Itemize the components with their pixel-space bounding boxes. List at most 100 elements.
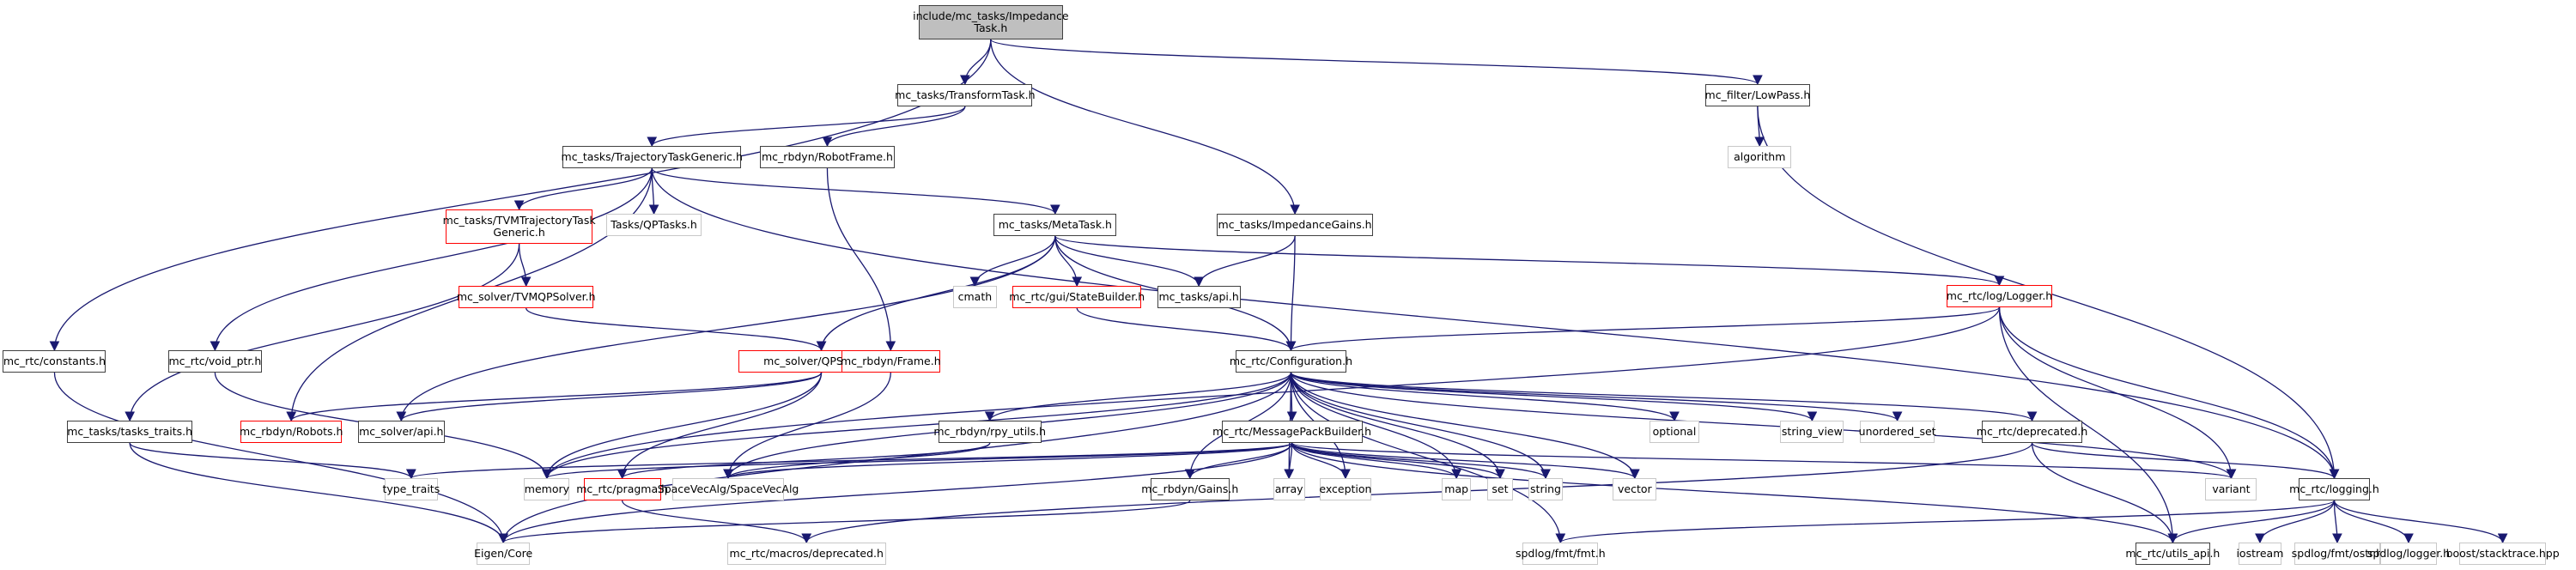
node-transformtask[interactable]: mc_tasks/TransformTask.h — [895, 84, 1036, 106]
node-impgains[interactable]: mc_tasks/ImpedanceGains.h — [1216, 214, 1374, 236]
node-deprecated[interactable]: mc_rtc/deprecated.h — [1977, 421, 2087, 443]
node-macrosdeprecated: mc_rtc/macros/deprecated.h — [726, 543, 886, 565]
edge-configuration-to-deprecated — [1290, 372, 2038, 422]
node-iostream: iostream — [2236, 543, 2283, 565]
edge-robotframe-to-frame — [826, 167, 896, 352]
node-set: set — [1486, 478, 1513, 500]
edge-qpsolver-to-robots — [286, 372, 823, 422]
edge-constants-to-eigencore — [53, 372, 508, 544]
edge-qpsolver-to-memory — [542, 372, 823, 480]
edge-root-to-lowpass — [990, 39, 1763, 86]
node-utilsapi[interactable]: mc_rtc/utils_api.h — [2125, 543, 2220, 565]
edge-logging-to-stacktrace — [2333, 500, 2508, 544]
edge-msgpack-to-variant — [1291, 442, 2236, 480]
node-robotframe[interactable]: mc_rbdyn/RobotFrame.h — [760, 146, 895, 168]
node-configuration[interactable]: mc_rtc/Configuration.h — [1230, 350, 1352, 373]
edge-rpyutils-to-pragma — [617, 442, 991, 480]
node-rpyutils[interactable]: mc_rbdyn/rpy_utils.h — [933, 421, 1046, 443]
edge-configuration-to-unorderedset — [1290, 372, 1903, 422]
node-cmath: cmath — [953, 286, 997, 308]
node-root: include/mc_tasks/Impedance Task.h — [913, 5, 1069, 39]
edge-tvmqpsolver-to-qpsolver — [526, 307, 827, 352]
edge-configuration-to-fmt — [1290, 372, 1566, 544]
node-taskstraits[interactable]: mc_tasks/tasks_traits.h — [67, 421, 192, 443]
node-constants[interactable]: mc_rtc/constants.h — [3, 350, 106, 373]
edge-logging-to-ostr — [2332, 500, 2342, 544]
node-typetraits: type_traits — [382, 478, 440, 500]
edge-qpsolver-to-pragma — [617, 372, 823, 480]
node-string: string — [1528, 478, 1563, 500]
edge-logger-to-variant — [1998, 306, 2237, 480]
edge-configuration-to-string — [1290, 372, 1551, 480]
edge-logger-to-logging — [1998, 306, 2340, 480]
node-pragma[interactable]: mc_rtc/pragma.h — [576, 478, 668, 500]
edge-configuration-to-vector — [1290, 372, 1640, 480]
node-msgpack[interactable]: mc_rtc/MessagePackBuilder.h — [1212, 421, 1371, 443]
edge-configuration-to-memory — [542, 372, 1292, 480]
node-ostr: spdlog/fmt/ostr.h — [2292, 543, 2383, 565]
edge-logging-to-iostream — [2255, 500, 2336, 544]
edge-transformtask-to-robotframe — [822, 106, 966, 148]
edge-msgpack-to-eigencore — [498, 442, 1293, 544]
edge-logger-to-utilsapi — [1998, 306, 2178, 544]
node-memory: memory — [524, 478, 570, 500]
node-eigencore: Eigen/Core — [474, 543, 532, 565]
edge-metatask-to-cmath — [969, 235, 1056, 288]
node-tvmtraj[interactable]: mc_tasks/TVMTrajectoryTask Generic.h — [443, 209, 596, 244]
edge-frame-to-spacevecalg — [723, 372, 891, 480]
edge-logging-to-utilsapi — [2167, 500, 2336, 544]
node-frame[interactable]: mc_rbdyn/Frame.h — [841, 350, 941, 373]
node-gains[interactable]: mc_rbdyn/Gains.h — [1141, 478, 1238, 500]
edge-metatask-to-statebuilder — [1054, 235, 1083, 288]
node-stringview: string_view — [1780, 421, 1844, 443]
edge-taskstraits-to-typetraits — [129, 442, 416, 480]
edge-deprecated-to-utilsapi — [2031, 442, 2178, 544]
node-solverapi[interactable]: mc_solver/api.h — [357, 421, 446, 443]
edge-msgpack-to-array — [1284, 442, 1295, 480]
edge-deprecated-to-logging — [2031, 442, 2340, 480]
node-robots[interactable]: mc_rbdyn/Robots.h — [240, 421, 343, 443]
edge-configuration-to-optional — [1290, 372, 1680, 422]
node-fmt: spdlog/fmt/fmt.h — [1516, 543, 1606, 565]
edge-gains-to-eigencore — [498, 500, 1191, 544]
edge-msgpack-to-vector — [1291, 442, 1640, 480]
node-stacktrace: boost/stacktrace.hpp — [2446, 543, 2560, 565]
node-metatask[interactable]: mc_tasks/MetaTask.h — [993, 214, 1117, 236]
node-statebuilder[interactable]: mc_rtc/gui/StateBuilder.h — [1009, 286, 1145, 308]
node-unorderedset: unordered_set — [1859, 421, 1936, 443]
edge-msgpack-to-map — [1291, 442, 1461, 480]
node-logger[interactable]: mc_rtc/log/Logger.h — [1947, 285, 2052, 307]
edge-root-to-transformtask — [960, 39, 992, 86]
edge-pragma-to-macrosdeprecated — [621, 500, 811, 544]
edge-msgpack-to-utilsapi — [1291, 442, 2178, 544]
edge-msgpack-to-typetraits — [406, 442, 1293, 480]
node-array: array — [1273, 478, 1305, 500]
node-spacevecalg: SpaceVecAlg/SpaceVecAlg — [658, 478, 799, 500]
node-tasksapi[interactable]: mc_tasks/api.h — [1157, 286, 1241, 308]
node-tvmqpsolver[interactable]: mc_solver/TVMQPSolver.h — [457, 286, 596, 308]
edge-metatask-to-logger — [1054, 235, 2004, 287]
edge-msgpack-to-gains — [1184, 442, 1293, 480]
edge-msgpack-to-memory — [542, 442, 1293, 480]
node-optional: optional — [1649, 421, 1699, 443]
node-qptasks: Tasks/QPTasks.h — [606, 214, 702, 236]
node-trajgeneric[interactable]: mc_tasks/TrajectoryTaskGeneric.h — [562, 146, 743, 168]
edge-configuration-to-variant — [1290, 372, 2237, 480]
edge-trajgeneric-to-logging — [651, 167, 2340, 480]
node-voidptr[interactable]: mc_rtc/void_ptr.h — [168, 350, 262, 373]
edge-tvmtraj-to-taskstraits — [125, 243, 520, 422]
edge-trajgeneric-to-tvmtraj — [513, 167, 653, 211]
edge-msgpack-to-spacevecalg — [723, 442, 1293, 480]
edge-trajgeneric-to-voidptr — [210, 167, 653, 352]
edge-configuration-to-stringview — [1290, 372, 1818, 422]
edge-logger-to-configuration — [1285, 306, 2001, 352]
node-map: map — [1441, 478, 1472, 500]
edge-tvmtraj-to-tvmqpsolver — [518, 243, 532, 288]
edge-logging-to-spdlogger — [2333, 500, 2414, 544]
edge-statebuilder-to-configuration — [1076, 307, 1297, 352]
edge-metatask-to-tasksapi — [1054, 235, 1204, 288]
edge-trajgeneric-to-metatask — [651, 167, 1060, 215]
node-logging[interactable]: mc_rtc/logging.h — [2289, 478, 2379, 500]
node-lowpass[interactable]: mc_filter/LowPass.h — [1705, 84, 1810, 106]
node-algorithm: algorithm — [1728, 146, 1792, 168]
